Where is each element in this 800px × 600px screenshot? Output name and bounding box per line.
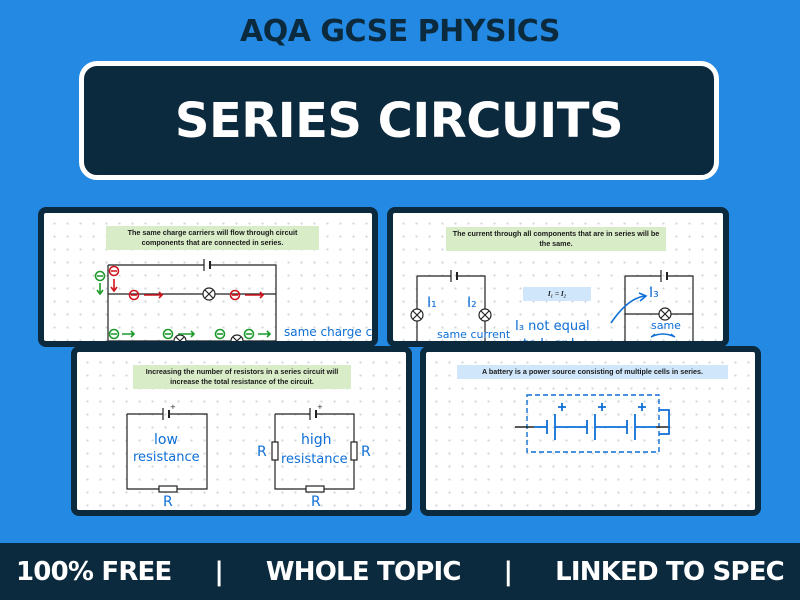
label-not-equal: I₃ not equal (515, 319, 590, 334)
footer-separator: | (214, 556, 224, 587)
footer-banner: 100% FREE | WHOLE TOPIC | LINKED TO SPEC (0, 543, 800, 600)
slide-caption: The current through all components that … (446, 227, 666, 251)
subject-subtitle: AQA GCSE PHYSICS (240, 14, 560, 49)
footer-free: 100% FREE (16, 556, 172, 587)
label-i2: I₂ (467, 295, 477, 311)
slide-preview-charge-carriers: The same charge carriers will flow throu… (38, 207, 378, 347)
page-title: SERIES CIRCUITS (174, 92, 624, 149)
footer-linked-spec: LINKED TO SPEC (555, 556, 785, 587)
label-resistor: R (163, 494, 173, 510)
label-i3: I₃ (649, 285, 659, 301)
annotation-same-charge: same charge carriers through (284, 325, 373, 339)
label-high-resistance: resistance (281, 452, 348, 467)
label-resistor: R (361, 444, 371, 460)
label-low-resistance: resistance (133, 450, 200, 465)
label-same-current: same current (437, 328, 511, 341)
svg-text:+: + (170, 403, 176, 411)
series-circuit-charge-diagram (94, 259, 277, 341)
svg-text:+: + (317, 403, 323, 411)
footer-separator: | (503, 556, 513, 587)
label-i1: I₁ (427, 295, 437, 311)
label-not-equal-2: to I₁ or I₂ (523, 337, 580, 347)
slide-preview-battery: A battery is a power source consisting o… (420, 346, 761, 516)
resistance-comparison-diagrams: + + (126, 403, 358, 493)
label-low: low (154, 432, 178, 448)
equation-box: I₁ = I₂ (523, 287, 591, 301)
slide-caption: Increasing the number of resistors in a … (133, 365, 351, 389)
slide-caption: The same charge carriers will flow throu… (106, 226, 319, 250)
label-resistor: R (311, 494, 321, 510)
label-high: high (301, 432, 332, 448)
battery-cells-diagram (515, 394, 670, 453)
label-resistor: R (257, 444, 267, 460)
slide-preview-current-series: The current through all components that … (387, 207, 729, 347)
slide-caption: A battery is a power source consisting o… (457, 365, 728, 379)
footer-whole-topic: WHOLE TOPIC (265, 556, 462, 587)
slide-preview-resistance: Increasing the number of resistors in a … (71, 346, 412, 516)
current-series-diagrams (410, 270, 694, 341)
title-banner: SERIES CIRCUITS (79, 61, 719, 180)
label-same: same (651, 319, 681, 332)
